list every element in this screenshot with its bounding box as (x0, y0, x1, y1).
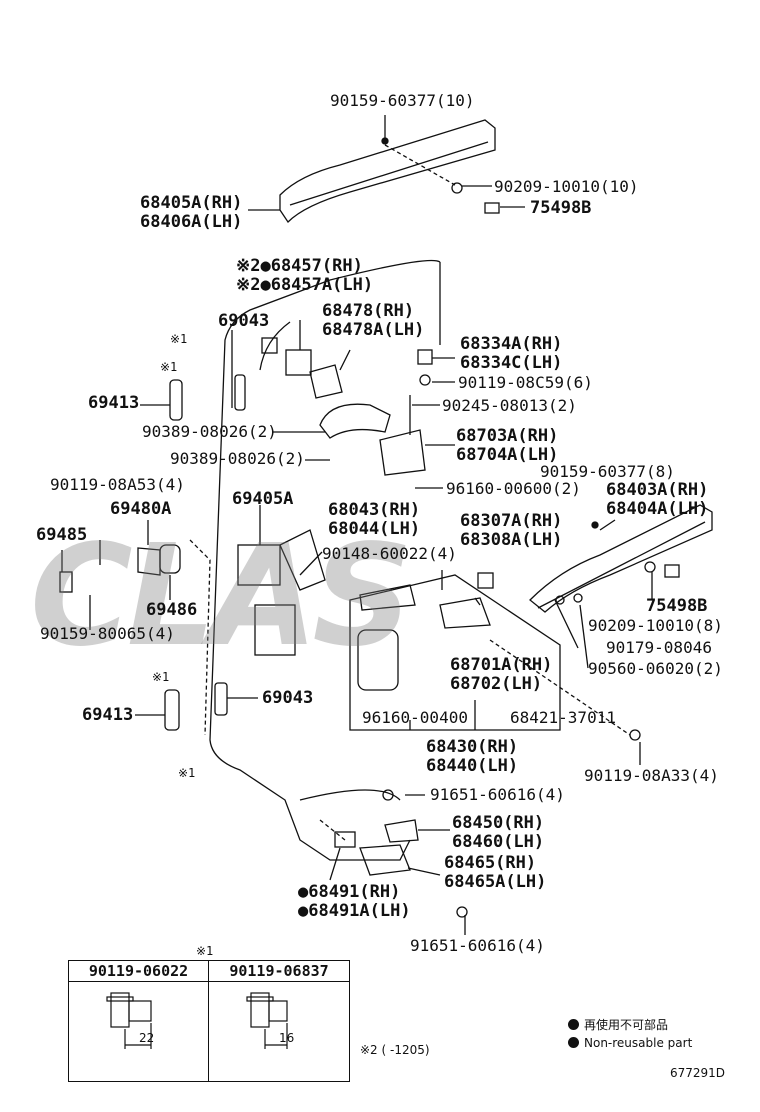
part-label: 68430(RH) (426, 737, 519, 757)
part-label: 90159-60377(10) (330, 91, 475, 110)
part-label: 68044(LH) (328, 519, 421, 539)
part-label: 69486 (146, 600, 198, 620)
part-label: 69413 (82, 705, 134, 725)
part-label: 68460(LH) (452, 832, 545, 852)
part-label: 68450(RH) (452, 813, 545, 833)
part-label: 69043 (262, 688, 314, 708)
part-label: 68334C(LH) (460, 353, 563, 373)
part-label: 68404A(LH) (606, 499, 709, 519)
part-label: 68421-37011 (510, 708, 616, 727)
part-label: 75498B (646, 596, 708, 616)
roof-rail-right (529, 504, 713, 613)
part-label: ●68491(RH) (298, 882, 401, 902)
part-label: 68405A(RH) (140, 193, 243, 213)
part-label: 90560-06020(2) (588, 659, 723, 678)
footnote: ※2 ( -1205) (360, 1043, 430, 1057)
part-label: 68702(LH) (450, 674, 543, 694)
part-label: 91651-60616(4) (430, 785, 565, 804)
part-label: 68440(LH) (426, 756, 519, 776)
part-label: 90159-60377(8) (540, 462, 675, 481)
part-label: 68703A(RH) (456, 426, 559, 446)
table-divider (208, 961, 209, 1081)
part-label: 96160-00600(2) (446, 479, 581, 498)
part-label: 68465(RH) (444, 853, 537, 873)
ref-mark: ※1 (170, 332, 188, 346)
part-label: 90148-60022(4) (322, 544, 457, 563)
table-col1-header: 90119-06022 (69, 961, 208, 982)
legend-en: Non-reusable part (568, 1036, 692, 1050)
part-label: 69043 (218, 311, 270, 331)
part-label: 90179-08046 (606, 638, 712, 657)
part-label: 68403A(RH) (606, 480, 709, 500)
legend-ja: 再使用不可部品 (568, 1016, 668, 1033)
part-label: ※2●68457(RH) (236, 256, 363, 276)
part-label: 69405A (232, 489, 294, 509)
part-label: 90389-08026(2) (142, 422, 277, 441)
table-col2-header: 90119-06837 (209, 961, 349, 982)
part-label: 91651-60616(4) (410, 936, 545, 955)
watermark: CLAS (30, 515, 413, 678)
part-label: 90209-10010(10) (494, 177, 639, 196)
part-label: 69480A (110, 499, 172, 519)
part-label: 75498B (530, 198, 592, 218)
part-label: 90119-08A33(4) (584, 766, 719, 785)
bolt-drawings (106, 992, 288, 1049)
part-label: 68308A(LH) (460, 530, 563, 550)
part-label: 68478A(LH) (322, 320, 425, 340)
bullet-icon (568, 1019, 579, 1030)
part-label: 68334A(RH) (460, 334, 563, 354)
part-label: 69413 (88, 393, 140, 413)
figure-id: 677291D (670, 1066, 726, 1080)
part-label: 69485 (36, 525, 88, 545)
bolt-table: 90119-06022 90119-06837 22 16 (68, 960, 350, 1082)
part-label: ※2●68457A(LH) (236, 275, 374, 295)
part-label: 68465A(LH) (444, 872, 547, 892)
legend-ja-text: 再使用不可部品 (584, 1018, 669, 1032)
part-label: 68701A(RH) (450, 655, 553, 675)
part-label: 68406A(LH) (140, 212, 243, 232)
table-marker: ※1 (196, 944, 214, 958)
roof-rail-upper (279, 119, 496, 224)
part-label: 90119-08C59(6) (458, 373, 593, 392)
part-label: 68043(RH) (328, 500, 421, 520)
part-label: 68478(RH) (322, 301, 415, 321)
part-label: 90119-08A53(4) (50, 475, 185, 494)
ref-mark: ※1 (152, 670, 170, 684)
legend-en-text: Non-reusable part (584, 1036, 693, 1050)
part-label: 90389-08026(2) (170, 449, 305, 468)
part-label: ●68491A(LH) (298, 901, 411, 921)
part-label: 68307A(RH) (460, 511, 563, 531)
part-label: 90159-80065(4) (40, 624, 175, 643)
bullet-icon (568, 1037, 579, 1048)
dim-label: 22 (139, 1031, 155, 1045)
part-label: 90245-08013(2) (442, 396, 577, 415)
part-label: 68704A(LH) (456, 445, 559, 465)
part-label: 96160-00400 (362, 708, 468, 727)
dim-label: 16 (279, 1031, 295, 1045)
door-outline (209, 259, 441, 861)
part-label: 90209-10010(8) (588, 616, 723, 635)
ref-mark: ※1 (160, 360, 178, 374)
ref-mark: ※1 (178, 766, 196, 780)
